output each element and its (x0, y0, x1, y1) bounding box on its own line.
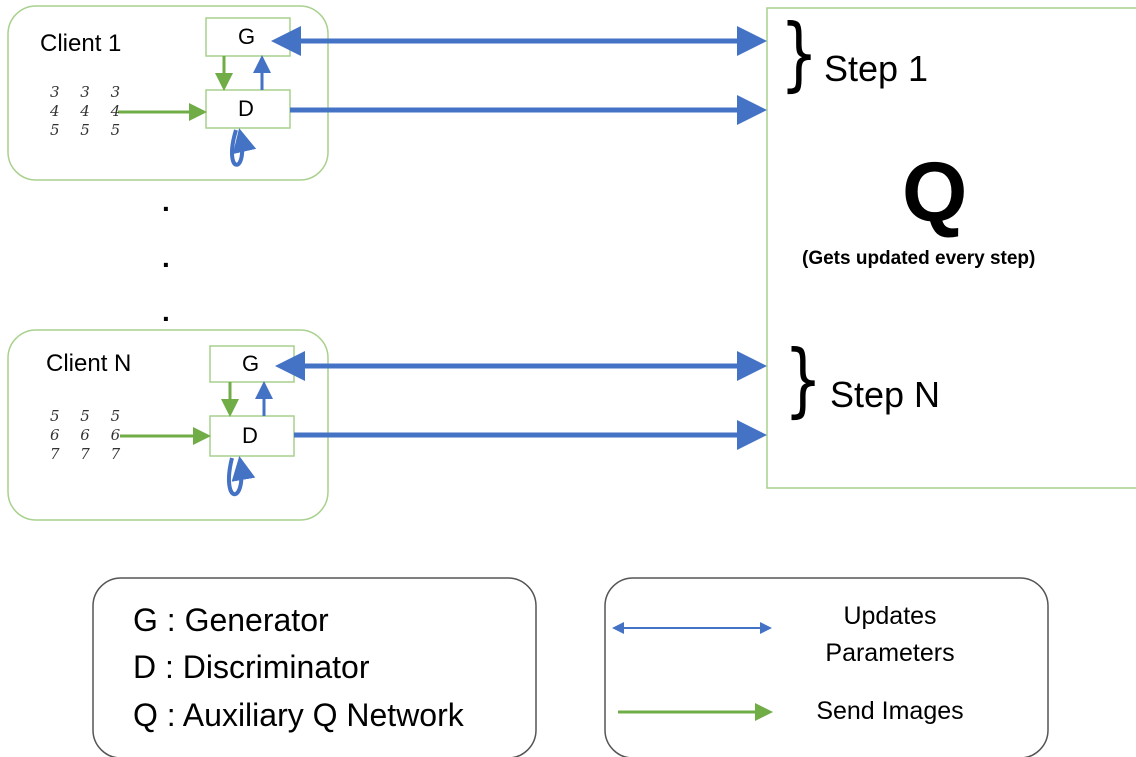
client-n-discriminator-label: D (242, 423, 258, 448)
client-1-box (7, 5, 329, 181)
client-n-title: Client N (46, 350, 132, 377)
digit-row: 6 6 6 (50, 426, 129, 444)
legend-send-images-label: Send Images (816, 697, 964, 725)
step-1-brace: } (780, 7, 819, 100)
client-n-digit-samples: 5 5 5 6 6 6 7 7 7 (50, 407, 128, 464)
client-n-d-loop-arrow (226, 456, 256, 497)
step-n-brace: } (784, 333, 823, 426)
q-network-label: Q (902, 145, 968, 239)
client-1-digit-samples: 3 3 3 4 4 4 5 5 5 (50, 83, 128, 140)
legend-q-network: Q : Auxiliary Q Network (133, 697, 464, 733)
legend-updates-line1: Updates (843, 602, 937, 630)
q-server-box (766, 7, 1136, 489)
digit-row: 7 7 7 (50, 445, 129, 463)
step-n-label: Step N (830, 374, 941, 415)
client-n-generator-label: G (242, 351, 260, 376)
q-network-subtitle: (Gets updated every step) (802, 248, 1036, 269)
legend-discriminator: D : Discriminator (133, 649, 370, 685)
client-n-box (7, 329, 329, 521)
client-1-d-loop-arrow (230, 128, 257, 167)
legend-generator: G : Generator (133, 602, 329, 638)
digit-row: 5 5 5 (50, 121, 129, 139)
legend-arrows-box (604, 577, 1049, 757)
client-1-discriminator-label: D (238, 96, 254, 121)
digit-row: 4 4 4 (50, 102, 129, 120)
digit-row: 3 3 3 (50, 83, 129, 101)
ellipsis-dot: . (162, 186, 170, 217)
legend-definitions-box (92, 577, 537, 757)
legend-updates-line2: Parameters (825, 639, 955, 667)
client-1-title: Client 1 (40, 30, 122, 57)
step-1-label: Step 1 (824, 48, 929, 89)
digit-row: 5 5 5 (50, 407, 129, 425)
client-1-discriminator-box (205, 89, 291, 129)
legend-updates-parameters-label: Updates Parameters (790, 602, 990, 668)
client-1-generator-label: G (238, 24, 256, 49)
ellipsis-dot: . (162, 242, 170, 273)
ellipsis-dot: . (162, 296, 170, 327)
